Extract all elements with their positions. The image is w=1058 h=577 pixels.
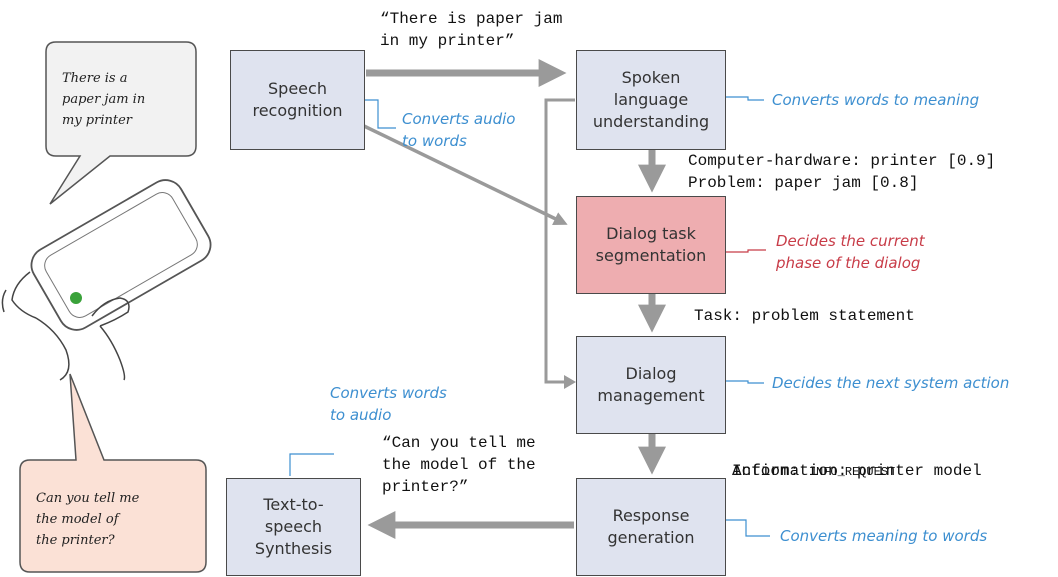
user-utterance-text: There is a paper jam in my printer — [62, 71, 146, 128]
dialog-management-label: Dialog management — [597, 364, 705, 405]
system-utterance-text: Can you tell me the model of the printer… — [36, 491, 140, 548]
action-value: INFO_REQUEST — [808, 465, 896, 479]
system-speech-bubble — [19, 373, 207, 573]
speech-recognition-label: Speech recognition — [252, 79, 343, 120]
callout-leaders — [289, 96, 770, 537]
generation-output-text: “Can you tell me the model of the printe… — [382, 434, 536, 496]
phone-icon — [30, 179, 212, 331]
dialog-task-segmentation-box: Dialog task segmentation — [576, 196, 726, 294]
information-output-text: Information: printer model — [732, 462, 982, 480]
note-decides-action: Decides the next system action — [772, 374, 1010, 392]
action-output-text: Action: INFO_REQUEST — [732, 438, 895, 483]
note-converts-audio: Converts audio to words — [402, 110, 516, 150]
task-output-text: Task: problem statement — [694, 307, 915, 325]
text-to-speech-box: Text-to- speech Synthesis — [226, 478, 361, 576]
user-speech-bubble — [45, 41, 197, 205]
slu-label: Spoken language understanding — [592, 68, 710, 131]
action-label: Action: — [732, 462, 809, 480]
dialog-management-box: Dialog management — [576, 336, 726, 434]
response-generation-box: Response generation — [576, 478, 726, 576]
task-segmentation-label: Dialog task segmentation — [595, 224, 707, 265]
speech-recognition-box: Speech recognition — [230, 50, 365, 150]
tts-label: Text-to- speech Synthesis — [254, 495, 333, 558]
note-converts-words-audio: Converts words to audio — [330, 384, 447, 424]
arrow-slu-to-management — [544, 98, 575, 384]
arrow-asr-to-segmentation — [363, 124, 568, 225]
hand-icon — [1, 271, 130, 381]
flow-arrows — [363, 59, 666, 539]
slu-output-text: Computer-hardware: printer [0.9] Problem… — [688, 152, 996, 192]
note-decides-phase: Decides the current phase of the dialog — [776, 232, 925, 272]
spoken-language-understanding-box: Spoken language understanding — [576, 50, 726, 150]
note-converts-words-meaning: Converts words to meaning — [772, 91, 980, 109]
note-converts-meaning-words: Converts meaning to words — [780, 527, 988, 545]
asr-output-text: “There is paper jam in my printer” — [380, 10, 563, 50]
response-generation-label: Response generation — [607, 506, 695, 547]
